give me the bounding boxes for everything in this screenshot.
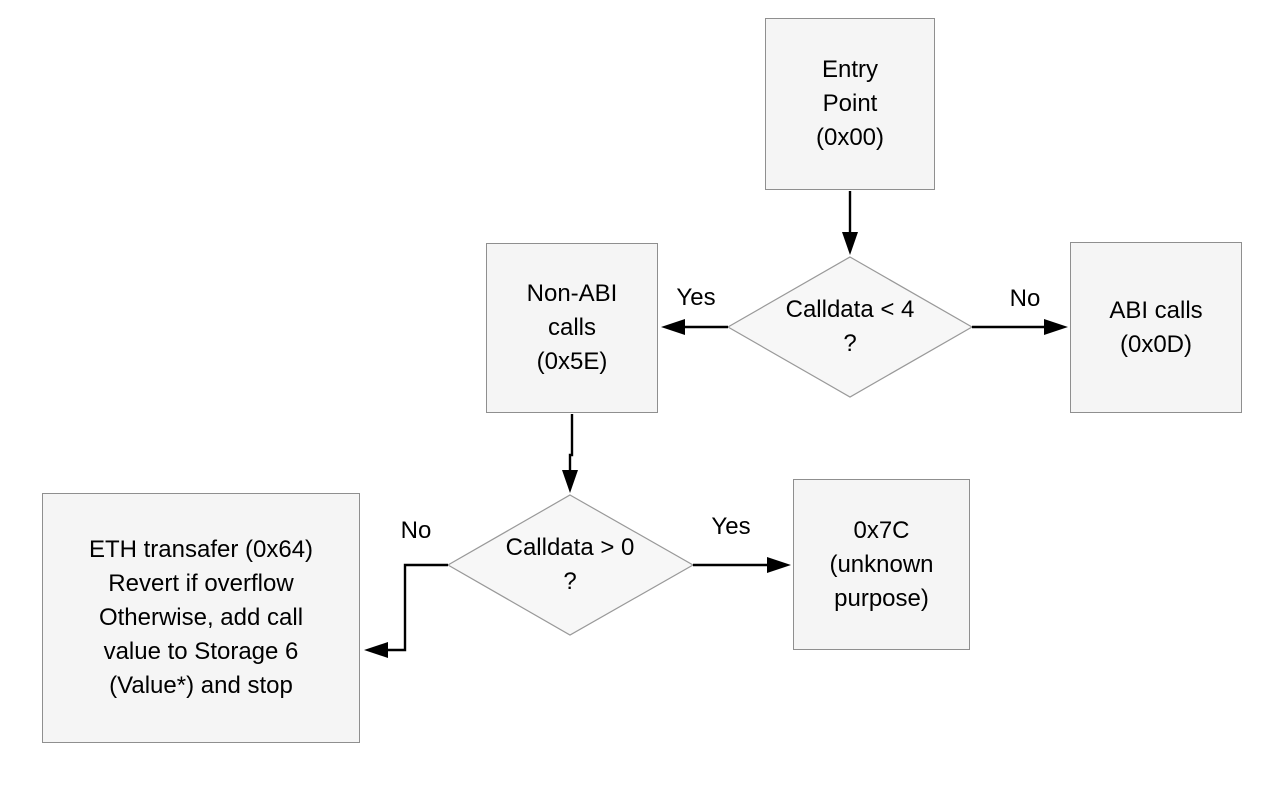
arrowhead-entry-to-decision1: [842, 232, 858, 255]
decision-calldata-gt-0-label: Calldata > 0 ?: [505, 534, 635, 595]
edge-label-gt0-no: No: [400, 517, 432, 544]
arrowhead-decision2-to-unknown: [767, 557, 791, 573]
arrow-decision2-to-eth: [388, 563, 448, 652]
non-abi-calls-label: Non-ABI calls (0x5E): [526, 280, 618, 375]
arrowhead-decision1-to-abi: [1044, 319, 1068, 335]
unknown-purpose-node: 0x7C (unknown purpose): [793, 479, 970, 650]
decision-calldata-lt-4-shape: [726, 256, 974, 398]
arrowhead-decision2-to-eth: [364, 642, 388, 658]
non-abi-calls-node: Non-ABI calls (0x5E): [486, 243, 658, 413]
decision-calldata-gt-0-shape: [446, 494, 695, 636]
abi-calls-label: ABI calls (0x0D): [1109, 296, 1203, 358]
entry-point-label: Entry Point (0x00): [815, 56, 885, 151]
eth-transfer-label: ETH transafer (0x64) Revert if overflow …: [88, 536, 314, 699]
arrowhead-nonabi-to-decision2: [562, 470, 578, 493]
eth-transfer-node: ETH transafer (0x64) Revert if overflow …: [42, 493, 360, 743]
unknown-purpose-label: 0x7C (unknown purpose): [829, 516, 934, 612]
edge-label-gt0-yes: Yes: [711, 513, 751, 540]
edge-label-lt4-yes: Yes: [676, 284, 716, 311]
decision-calldata-lt-4-label: Calldata < 4 ?: [785, 296, 915, 357]
entry-point-node: Entry Point (0x00): [765, 18, 935, 190]
arrowhead-decision1-to-nonabi: [661, 319, 685, 335]
arrow-nonabi-to-decision2: [568, 414, 574, 473]
edge-label-lt4-no: No: [1009, 285, 1041, 312]
abi-calls-node: ABI calls (0x0D): [1070, 242, 1242, 413]
